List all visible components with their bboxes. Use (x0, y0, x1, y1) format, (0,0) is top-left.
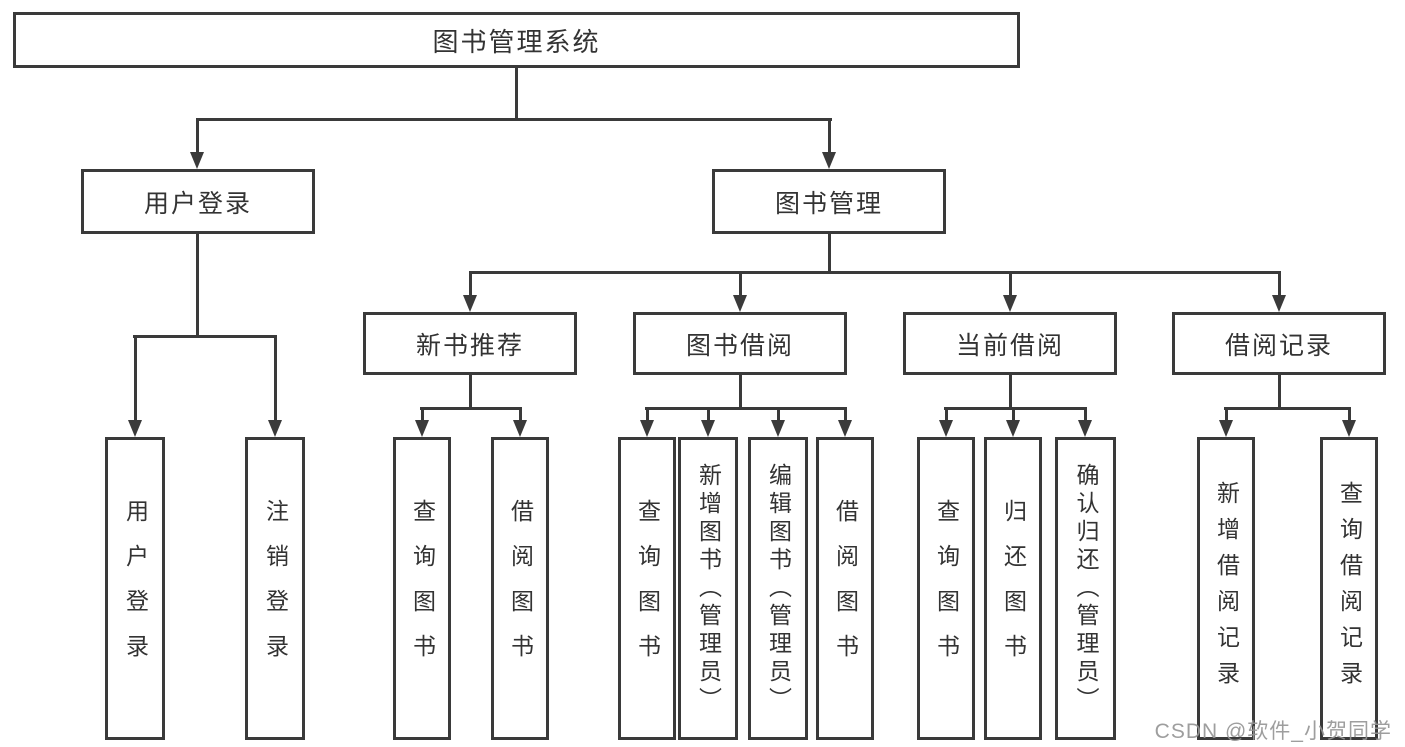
connector-user-login-stub (196, 234, 199, 338)
leaf-label: 查询图书 (933, 498, 960, 679)
connector-cb-return-stem (1012, 410, 1015, 422)
connector-borrow-records-stem (1278, 274, 1281, 297)
connector-user-login-hline (133, 335, 277, 338)
connector-book-mgmt-hline (469, 271, 1281, 274)
connector-cb-query-stem (945, 410, 948, 422)
connector-root-stub (515, 68, 518, 121)
node-label: 图书管理 (774, 189, 883, 218)
leaf-bb-edit-books-admin: 编辑图书（管理员） (748, 437, 808, 740)
leaf-label: 新增借阅记录 (1213, 480, 1240, 697)
node-library-management-system: 图书管理系统 (13, 12, 1020, 68)
arrow-to-cb-query (939, 420, 953, 437)
arrow-to-book-borrow (733, 295, 747, 312)
leaf-bb-borrow-books: 借阅图书 (816, 437, 874, 740)
leaf-label: 查询图书 (409, 498, 436, 679)
connector-bb-add-stem (707, 410, 710, 422)
leaf-cb-confirm-return-admin: 确认归还（管理员） (1055, 437, 1116, 740)
node-label: 新书推荐 (415, 331, 524, 360)
arrow-to-book-mgmt (822, 152, 836, 169)
connector-new-book-hline (420, 407, 522, 410)
connector-bb-edit-stem (777, 410, 780, 422)
connector-root-hline (196, 118, 832, 121)
arrow-to-bb-edit (771, 420, 785, 437)
connector-borrow-records-hline (1224, 407, 1351, 410)
connector-nbr-borrow-stem (519, 410, 522, 422)
arrow-to-user-login (190, 152, 204, 169)
node-borrowing-records: 借阅记录 (1172, 312, 1386, 375)
leaf-label: 借阅图书 (507, 498, 534, 679)
leaf-br-query-record: 查询借阅记录 (1320, 437, 1378, 740)
arrow-to-nbr-query (415, 420, 429, 437)
connector-bb-query-stem (646, 410, 649, 422)
leaf-label: 用户登录 (122, 498, 149, 679)
node-label: 用户登录 (143, 189, 252, 218)
connector-leaf-login-stem (134, 338, 137, 422)
leaf-label: 编辑图书（管理员） (765, 462, 792, 715)
leaf-nbr-query-books: 查询图书 (393, 437, 451, 740)
arrow-to-new-book-rec (463, 295, 477, 312)
leaf-label: 查询图书 (634, 498, 661, 679)
leaf-cb-return-books: 归还图书 (984, 437, 1042, 740)
arrow-to-leaf-login (128, 420, 142, 437)
node-book-management: 图书管理 (712, 169, 946, 234)
arrow-to-br-query (1342, 420, 1356, 437)
leaf-label: 借阅图书 (832, 498, 859, 679)
leaf-logout-login: 注销登录 (245, 437, 305, 740)
leaf-br-add-record: 新增借阅记录 (1197, 437, 1255, 740)
leaf-label: 确认归还（管理员） (1073, 462, 1099, 715)
arrow-to-leaf-logout (268, 420, 282, 437)
node-current-borrowing: 当前借阅 (903, 312, 1117, 375)
leaf-user-login: 用户登录 (105, 437, 165, 740)
arrow-to-bb-query (640, 420, 654, 437)
connector-current-borrow-hline (944, 407, 1087, 410)
connector-borrow-records-stub (1278, 375, 1281, 410)
connector-nbr-query-stem (421, 410, 424, 422)
connector-new-book-stub (469, 375, 472, 410)
csdn-watermark: CSDN @软件_小贺同学 (1154, 720, 1392, 743)
connector-user-login-stem (196, 121, 199, 154)
connector-book-mgmt-stem (828, 121, 831, 154)
connector-br-query-stem (1348, 410, 1351, 422)
arrow-to-cb-return (1006, 420, 1020, 437)
connector-new-book-stem (469, 274, 472, 297)
arrow-to-current-borrow (1003, 295, 1017, 312)
arrow-to-borrow-records (1272, 295, 1286, 312)
node-label: 借阅记录 (1224, 331, 1333, 360)
leaf-label: 归还图书 (1000, 498, 1027, 679)
leaf-cb-query-books: 查询图书 (917, 437, 975, 740)
leaf-nbr-borrow-books: 借阅图书 (491, 437, 549, 740)
connector-current-borrow-stub (1009, 375, 1012, 410)
arrow-to-bb-add (701, 420, 715, 437)
connector-book-borrow-stub (739, 375, 742, 410)
connector-book-borrow-hline (645, 407, 847, 410)
connector-leaf-logout-stem (274, 338, 277, 422)
node-book-borrowing: 图书借阅 (633, 312, 847, 375)
connector-cb-confirm-stem (1084, 410, 1087, 422)
node-user-login: 用户登录 (81, 169, 315, 234)
connector-book-borrow-stem (739, 274, 742, 297)
leaf-label: 查询借阅记录 (1336, 480, 1363, 697)
connector-bb-borrow-stem (844, 410, 847, 422)
arrow-to-nbr-borrow (513, 420, 527, 437)
node-label: 图书管理系统 (432, 26, 601, 57)
connector-br-add-stem (1225, 410, 1228, 422)
arrow-to-br-add (1219, 420, 1233, 437)
connector-current-borrow-stem (1009, 274, 1012, 297)
leaf-bb-query-books: 查询图书 (618, 437, 676, 740)
connector-book-mgmt-stub (828, 234, 831, 274)
leaf-label: 注销登录 (262, 498, 289, 679)
node-new-book-recommendation: 新书推荐 (363, 312, 577, 375)
arrow-to-bb-borrow (838, 420, 852, 437)
leaf-label: 新增图书（管理员） (695, 462, 722, 715)
node-label: 当前借阅 (955, 331, 1064, 360)
node-label: 图书借阅 (685, 331, 794, 360)
arrow-to-cb-confirm (1078, 420, 1092, 437)
leaf-bb-add-books-admin: 新增图书（管理员） (678, 437, 738, 740)
